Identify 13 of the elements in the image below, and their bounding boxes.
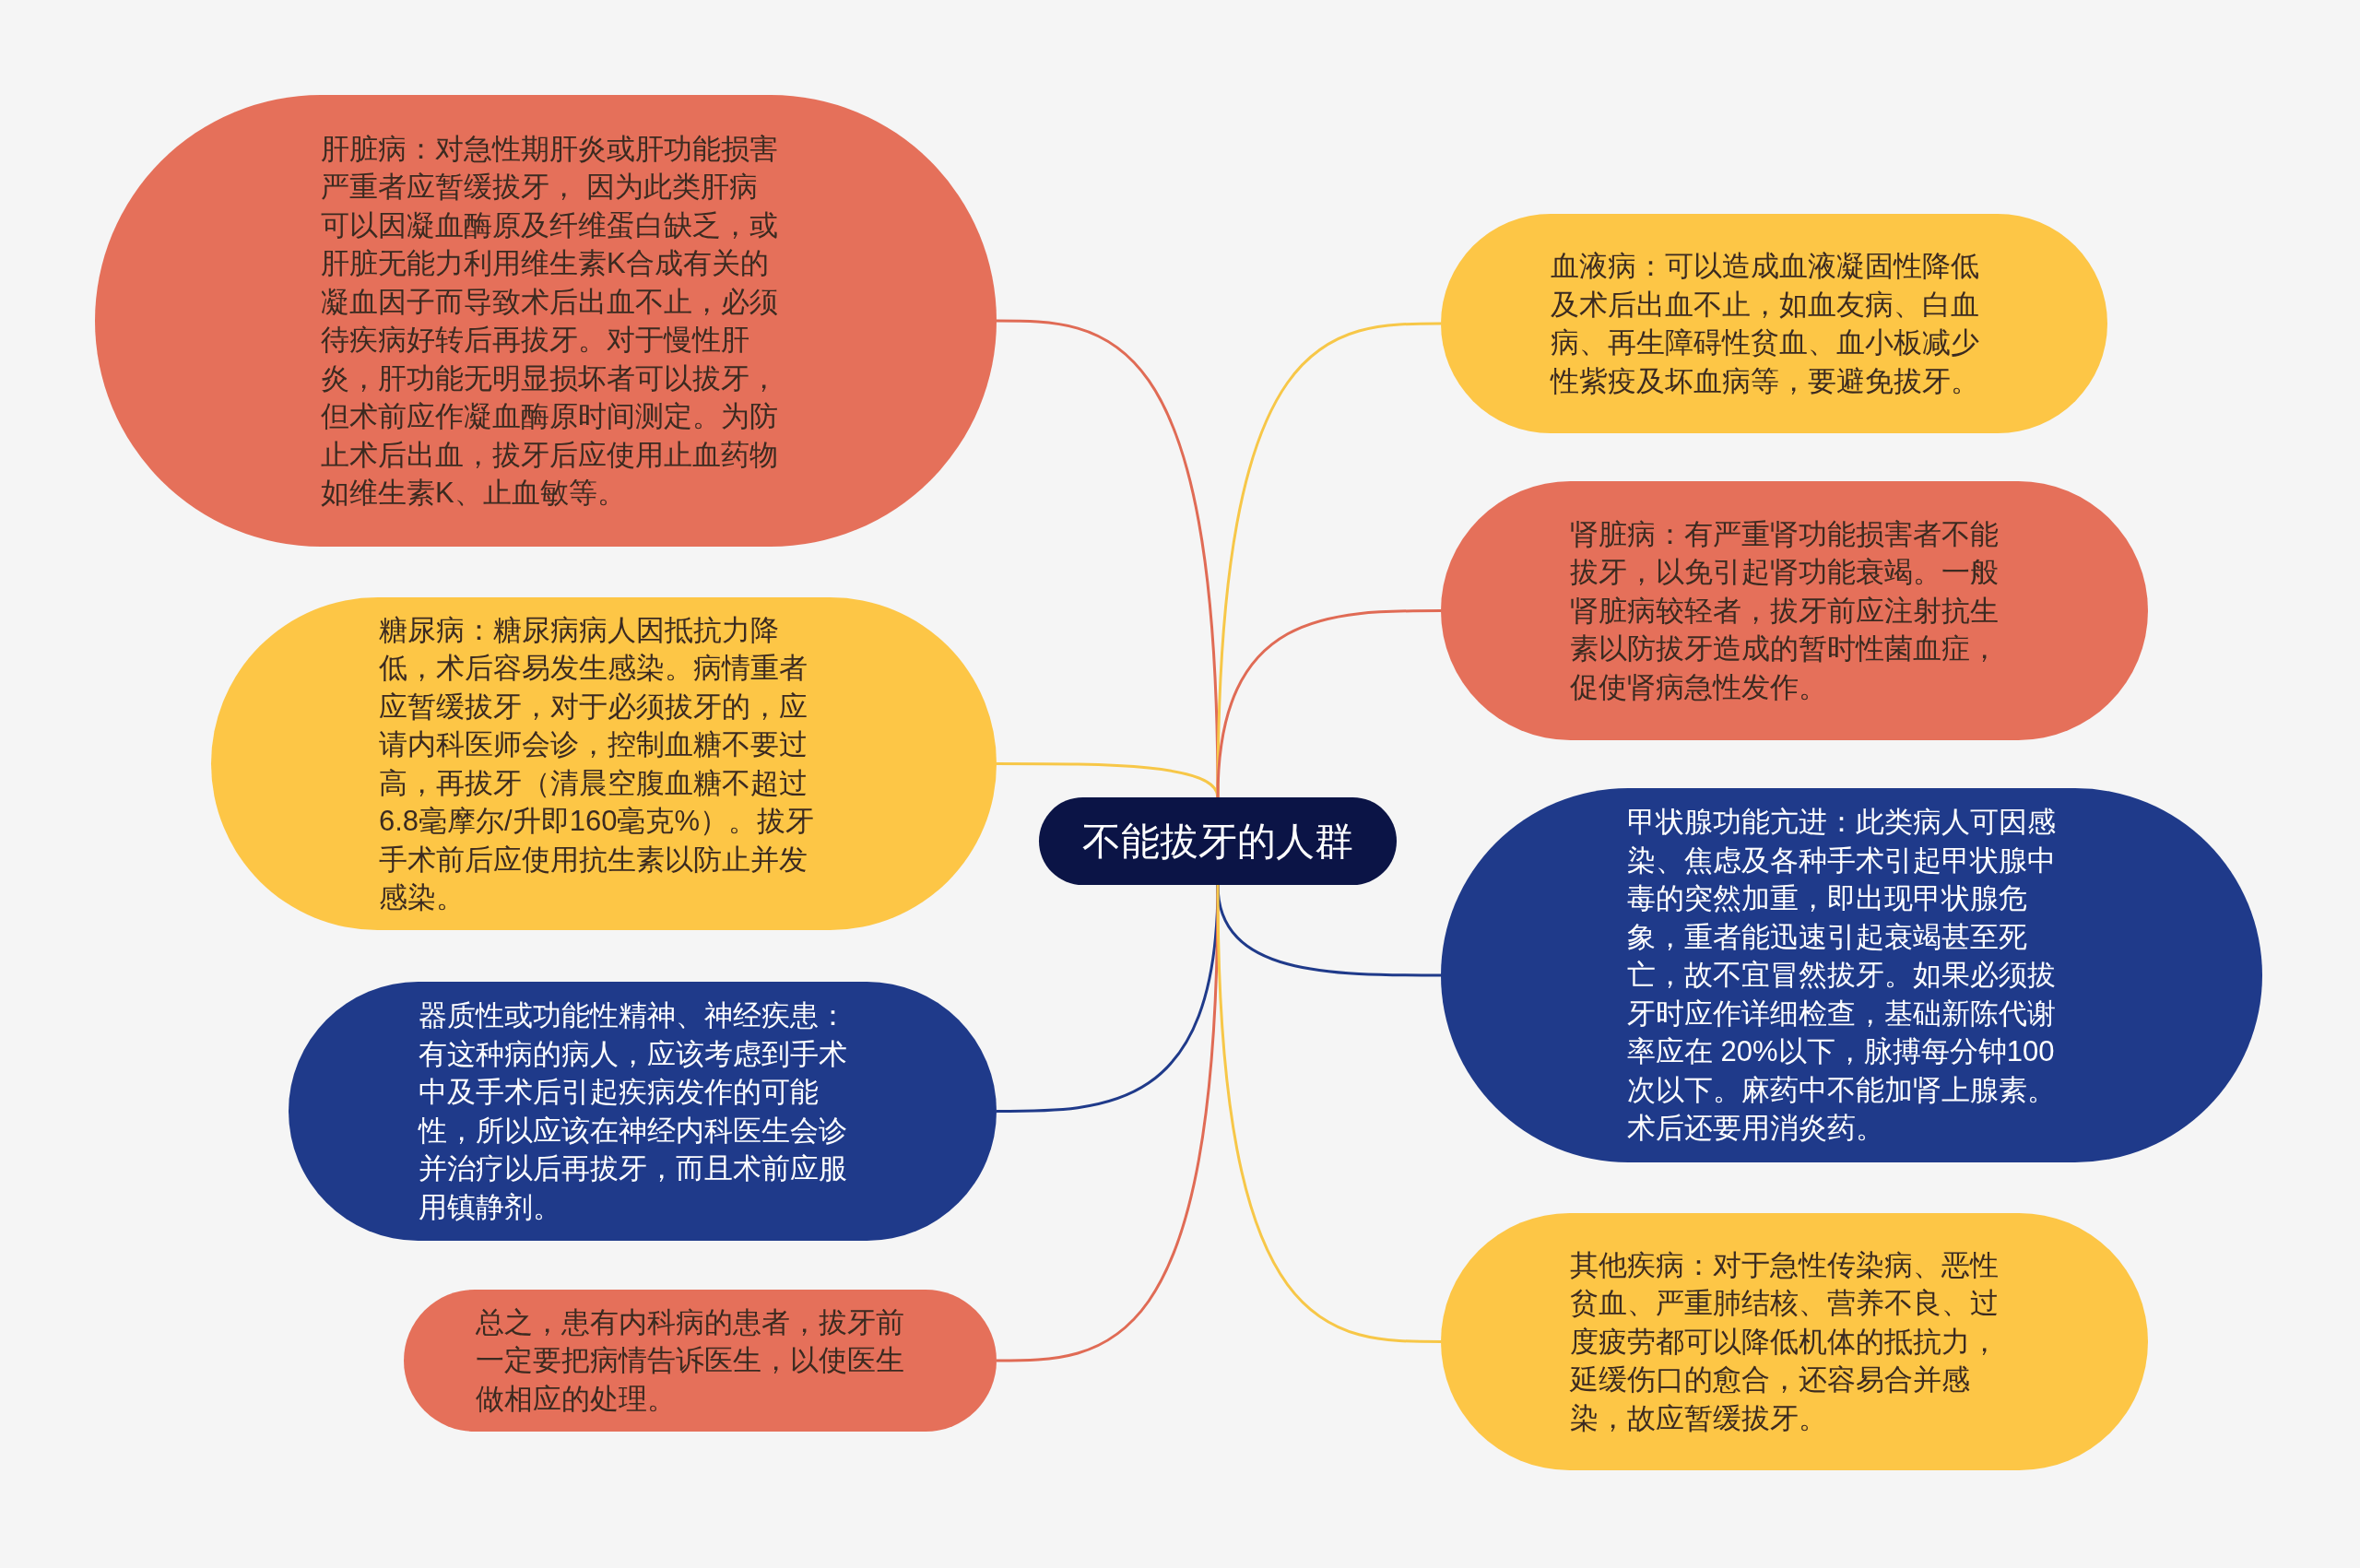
topic-text: 甲状腺功能亢进：此类病人可因感染、焦虑及各种手术引起甲状腺中毒的突然加重，即出现甲状腺危象，重者能迅速引起衰竭甚至死亡，故不宜冒然拔牙。如果必须拔牙时应作详细检查，基础新陈代谢率应在 20%以下，脉搏每分钟100次以下。麻药中不能加肾上腺素。术后还要用消炎药。 (1627, 805, 2057, 1147)
central-topic-text: 不能拔牙的人群 (1081, 818, 1354, 865)
topic-text: 肝脏病：对急性期肝炎或肝功能损害严重者应暂缓拔牙， 因为此类肝病可以因凝血酶原及纤维蛋白缺乏，或肝脏无能力利用维生素K合成有关的凝血因子而导致术后出血不止，必须待疾病好转后再拔牙。对于慢性肝炎，肝功能无明显损坏者可以拔牙，但术前应作凝血酶原时间测定。为防止术后出血，拔牙后应使用止血药物如维生素K、止血敏等。 (321, 131, 779, 511)
topic-text: 器质性或功能性精神、神经疾患：有这种病的病人，应该考虑到手术中及手术后引起疾病发作的可能性，所以应该在神经内科医生会诊并治疗以后再拔牙，而且术前应服用镇静剂。 (419, 998, 848, 1225)
topic-text: 血液病：可以造成血液凝固性降低及术后出血不止，如血友病、白血病、再生障碍性贫血、血小板减少性紫疫及坏血病等，要避免拔牙。 (1551, 249, 1980, 399)
connector-line (1216, 609, 1441, 798)
topic-text: 肾脏病：有严重肾功能损害者不能拔牙，以免引起肾功能衰竭。一般肾脏病较轻者，拔牙前应注射抗生素以防拔牙造成的暂时性菌血症，促使肾病急性发作。 (1570, 516, 2000, 705)
connector-line (997, 884, 1220, 1362)
connector-line (1216, 322, 1441, 798)
topic-text: 其他疾病：对于急性传染病、恶性贫血、严重肺结核、营养不良、过度疲劳都可以降低机体的抵抗力，延缓伤口的愈合，还容易合并感染，故应暂缓拔牙。 (1570, 1247, 2000, 1436)
connector-line (1216, 884, 1441, 1343)
topic-text: 糖尿病：糖尿病病人因抵抗力降低，术后容易发生感染。病情重者应暂缓拔牙，对于必须拔牙的，应请内科医师会诊，控制血糖不要过高，再拔牙（清晨空腹血糖不超过6.8毫摩尔/升即160毫克%）。拔牙手术前后应使用抗生素以防止并发感染。 (379, 612, 815, 915)
topic-text: 总之，患有内科病的患者，拔牙前一定要把病情告诉医生，以使医生做相应的处理。 (476, 1304, 905, 1417)
